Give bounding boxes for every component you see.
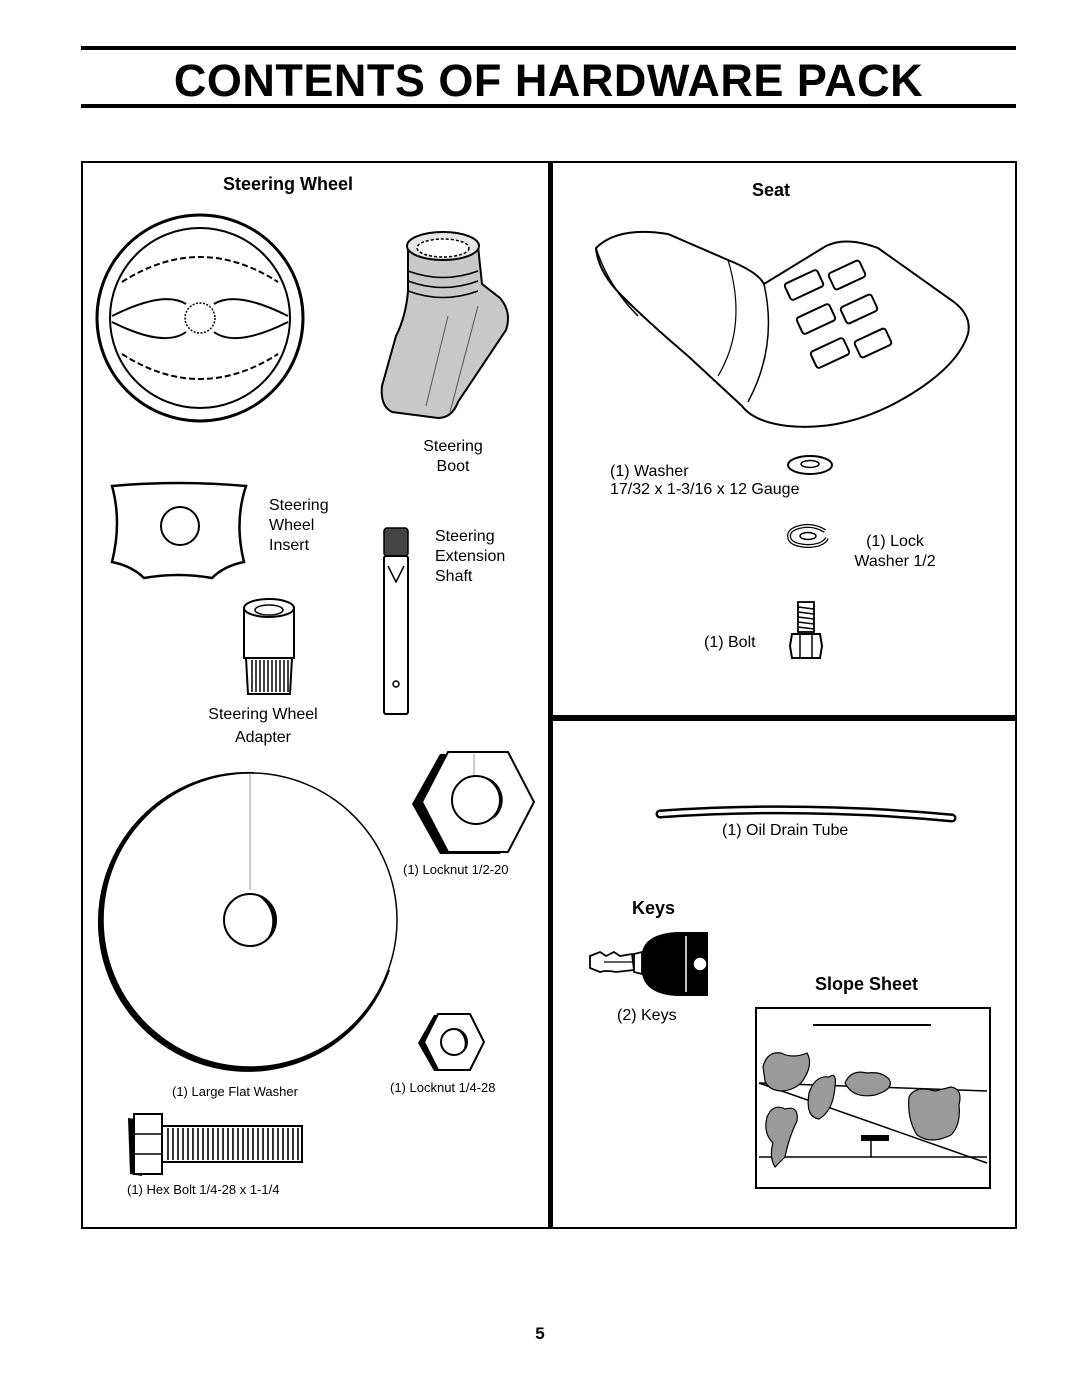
steering-boot-label-line2: Boot (436, 458, 470, 475)
steering-wheel-insert-line2: Wheel (269, 517, 315, 534)
seat-image (594, 230, 970, 428)
keys-label: (2) Keys (617, 1007, 677, 1024)
steering-boot-image (380, 231, 509, 420)
washer-size-label: 17/32 x 1-3/16 x 12 Gauge (610, 481, 800, 498)
steering-wheel-insert-line1: Steering (269, 497, 329, 514)
page-title: CONTENTS OF HARDWARE PACK (173, 55, 924, 106)
slope-sheet-heading: Slope Sheet (815, 974, 919, 994)
lock-washer-image (786, 523, 829, 549)
steering-wheel-insert-image (110, 481, 248, 580)
washer-line1: (1) Washer (610, 463, 689, 480)
bolt-label: (1) Bolt (704, 634, 756, 651)
steering-boot-label: Steering Boot (412, 437, 494, 477)
steering-extension-shaft-label: Steering Extension Shaft (435, 527, 505, 587)
oil-drain-tube-label: (1) Oil Drain Tube (722, 822, 849, 839)
title-top-rule (81, 46, 1016, 50)
lock-washer-label: (1) Lock Washer 1/2 (840, 532, 950, 572)
hex-bolt-label: (1) Hex Bolt 1/4-28 x 1-1/4 (127, 1182, 280, 1197)
steering-shaft-line1: Steering (435, 528, 495, 545)
seat-divider (550, 715, 1017, 719)
steering-boot-label-line1: Steering (423, 438, 483, 455)
large-flat-washer-label: (1) Large Flat Washer (172, 1084, 298, 1099)
key-image (589, 932, 708, 996)
adapter-line1: Steering Wheel (208, 706, 318, 723)
steering-wheel-adapter-image (243, 598, 295, 695)
lock-washer-line2: Washer 1/2 (854, 553, 936, 570)
steering-wheel-insert-line3: Insert (269, 537, 310, 554)
oil-drain-tube-image (655, 805, 957, 823)
keys-heading: Keys (632, 898, 676, 918)
locknut-large-image (412, 751, 536, 854)
slope-sheet-image (755, 1007, 991, 1189)
seat-heading: Seat (752, 180, 791, 200)
steering-extension-shaft-image (383, 527, 409, 715)
washer-label: (1) Washer (610, 462, 689, 482)
locknut-small-label: (1) Locknut 1/4-28 (390, 1080, 496, 1095)
panel-divider (548, 161, 553, 1229)
steering-shaft-line2: Extension (435, 548, 506, 565)
title-bottom-rule (81, 104, 1016, 108)
adapter-line2: Adapter (234, 729, 292, 746)
steering-shaft-line3: Shaft (435, 568, 473, 585)
locknut-small-image (418, 1013, 486, 1071)
hex-bolt-image (128, 1113, 303, 1176)
page-number: 5 (535, 1324, 545, 1343)
steering-wheel-heading: Steering Wheel (223, 174, 354, 194)
locknut-large-label: (1) Locknut 1/2-20 (403, 862, 509, 877)
washer-image (787, 455, 833, 475)
steering-wheel-adapter-label: Steering Wheel Adapter (190, 705, 336, 748)
large-flat-washer-image (97, 771, 398, 1072)
steering-wheel-image (95, 213, 305, 423)
bolt-image (788, 601, 824, 659)
steering-wheel-insert-label: Steering Wheel Insert (269, 496, 329, 556)
lock-washer-line1: (1) Lock (866, 533, 924, 550)
